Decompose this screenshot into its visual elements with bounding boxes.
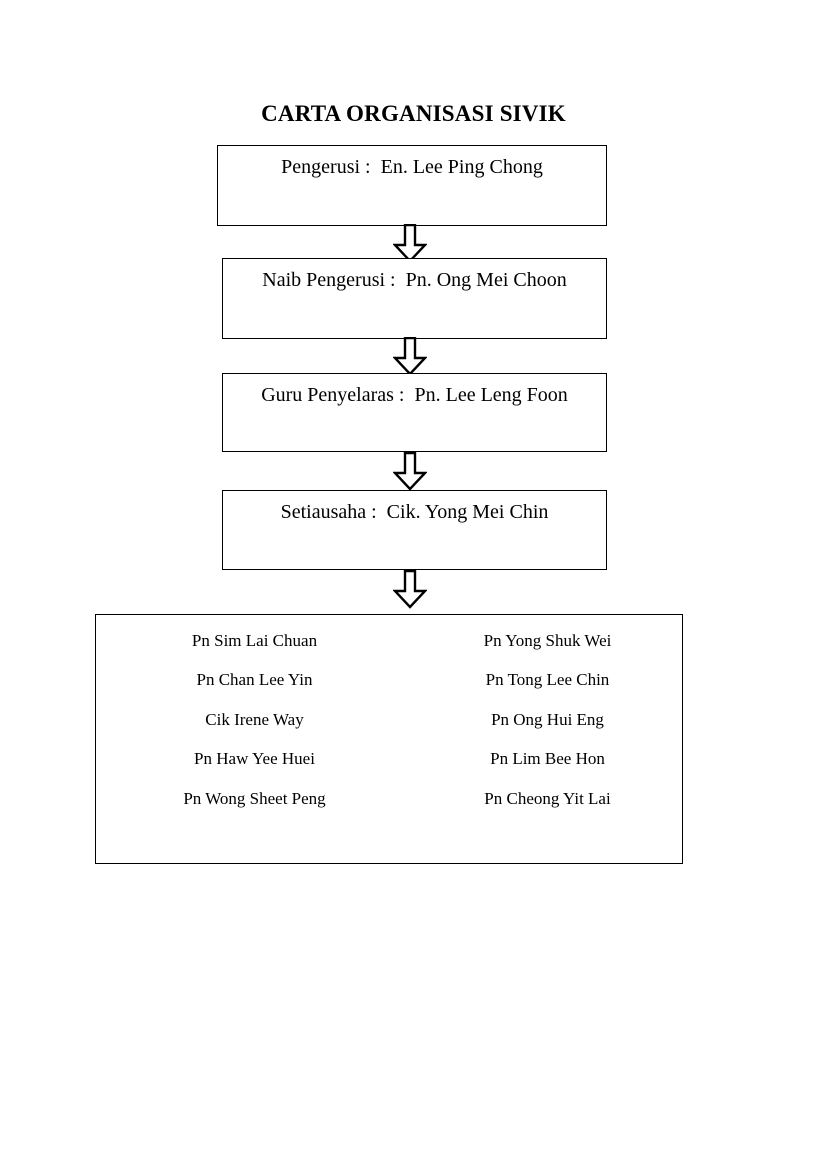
org-node-chairman-label: Pengerusi : En. Lee Ping Chong xyxy=(281,156,543,178)
member-name: Pn Yong Shuk Wei xyxy=(483,630,612,650)
org-node-coordinating-teacher-label: Guru Penyelaras : Pn. Lee Leng Foon xyxy=(261,384,568,406)
member-name: Pn Wong Sheet Peng xyxy=(183,788,326,808)
member-row: Cik Irene Way Pn Ong Hui Eng xyxy=(96,700,682,740)
org-node-secretary: Setiausaha : Cik. Yong Mei Chin xyxy=(222,490,607,570)
member-row: Pn Wong Sheet Peng Pn Cheong Yit Lai xyxy=(96,779,682,819)
committee-members-grid: Pn Sim Lai Chuan Pn Yong Shuk Wei Pn Cha… xyxy=(96,621,682,819)
member-name: Pn Chan Lee Yin xyxy=(196,670,313,690)
member-name: Pn Cheong Yit Lai xyxy=(484,788,611,808)
member-name: Pn Tong Lee Chin xyxy=(485,670,610,690)
org-node-chairman: Pengerusi : En. Lee Ping Chong xyxy=(217,145,607,226)
member-name: Pn Sim Lai Chuan xyxy=(191,630,318,650)
member-row: Pn Sim Lai Chuan Pn Yong Shuk Wei xyxy=(96,621,682,661)
member-name: Pn Ong Hui Eng xyxy=(491,709,604,729)
org-node-vice-chairman-label: Naib Pengerusi : Pn. Ong Mei Choon xyxy=(262,269,567,291)
member-row: Pn Chan Lee Yin Pn Tong Lee Chin xyxy=(96,661,682,701)
down-block-arrow-icon xyxy=(393,570,427,609)
page-title: CARTA ORGANISASI SIVIK xyxy=(261,101,566,126)
down-block-arrow-icon xyxy=(393,337,427,376)
org-node-secretary-label: Setiausaha : Cik. Yong Mei Chin xyxy=(280,501,549,523)
member-name: Pn Haw Yee Huei xyxy=(194,749,315,769)
down-block-arrow-icon xyxy=(393,452,427,491)
org-node-coordinating-teacher: Guru Penyelaras : Pn. Lee Leng Foon xyxy=(222,373,607,452)
committee-members-box: Pn Sim Lai Chuan Pn Yong Shuk Wei Pn Cha… xyxy=(95,614,683,864)
member-row: Pn Haw Yee Huei Pn Lim Bee Hon xyxy=(96,740,682,780)
down-block-arrow-icon xyxy=(393,224,427,263)
member-name: Pn Lim Bee Hon xyxy=(490,749,605,769)
member-name: Cik Irene Way xyxy=(205,709,304,729)
org-node-vice-chairman: Naib Pengerusi : Pn. Ong Mei Choon xyxy=(222,258,607,339)
